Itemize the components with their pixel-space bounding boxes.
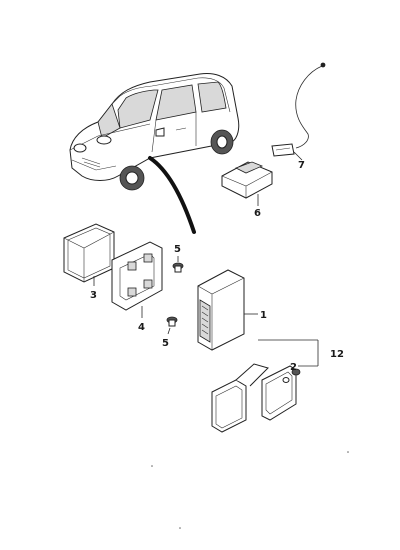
print-mark — [151, 465, 153, 467]
callout-7: 7 — [298, 160, 305, 171]
part-7-sensor-cable — [271, 62, 326, 161]
print-mark — [179, 527, 181, 529]
part-5-screw-lower — [166, 316, 178, 335]
callout-5-upper: 5 — [174, 244, 181, 255]
part-12-bracket-assembly — [211, 339, 319, 433]
car-illustration — [69, 73, 240, 191]
print-mark — [347, 451, 349, 453]
callout-2: 2 — [290, 362, 297, 373]
callout-5-lower: 5 — [162, 338, 169, 349]
part-5-screw-upper — [172, 256, 184, 273]
callout-3: 3 — [90, 290, 97, 301]
callout-1: 1 — [260, 310, 267, 321]
part-6-module — [221, 161, 273, 206]
callout-6: 6 — [254, 208, 261, 219]
part-4-bracket — [111, 241, 163, 318]
part-1-control-unit — [197, 269, 258, 351]
callout-4: 4 — [138, 322, 145, 333]
part-3-cover — [63, 223, 115, 286]
location-pointer — [148, 156, 196, 234]
callout-12: 12 — [330, 349, 344, 360]
